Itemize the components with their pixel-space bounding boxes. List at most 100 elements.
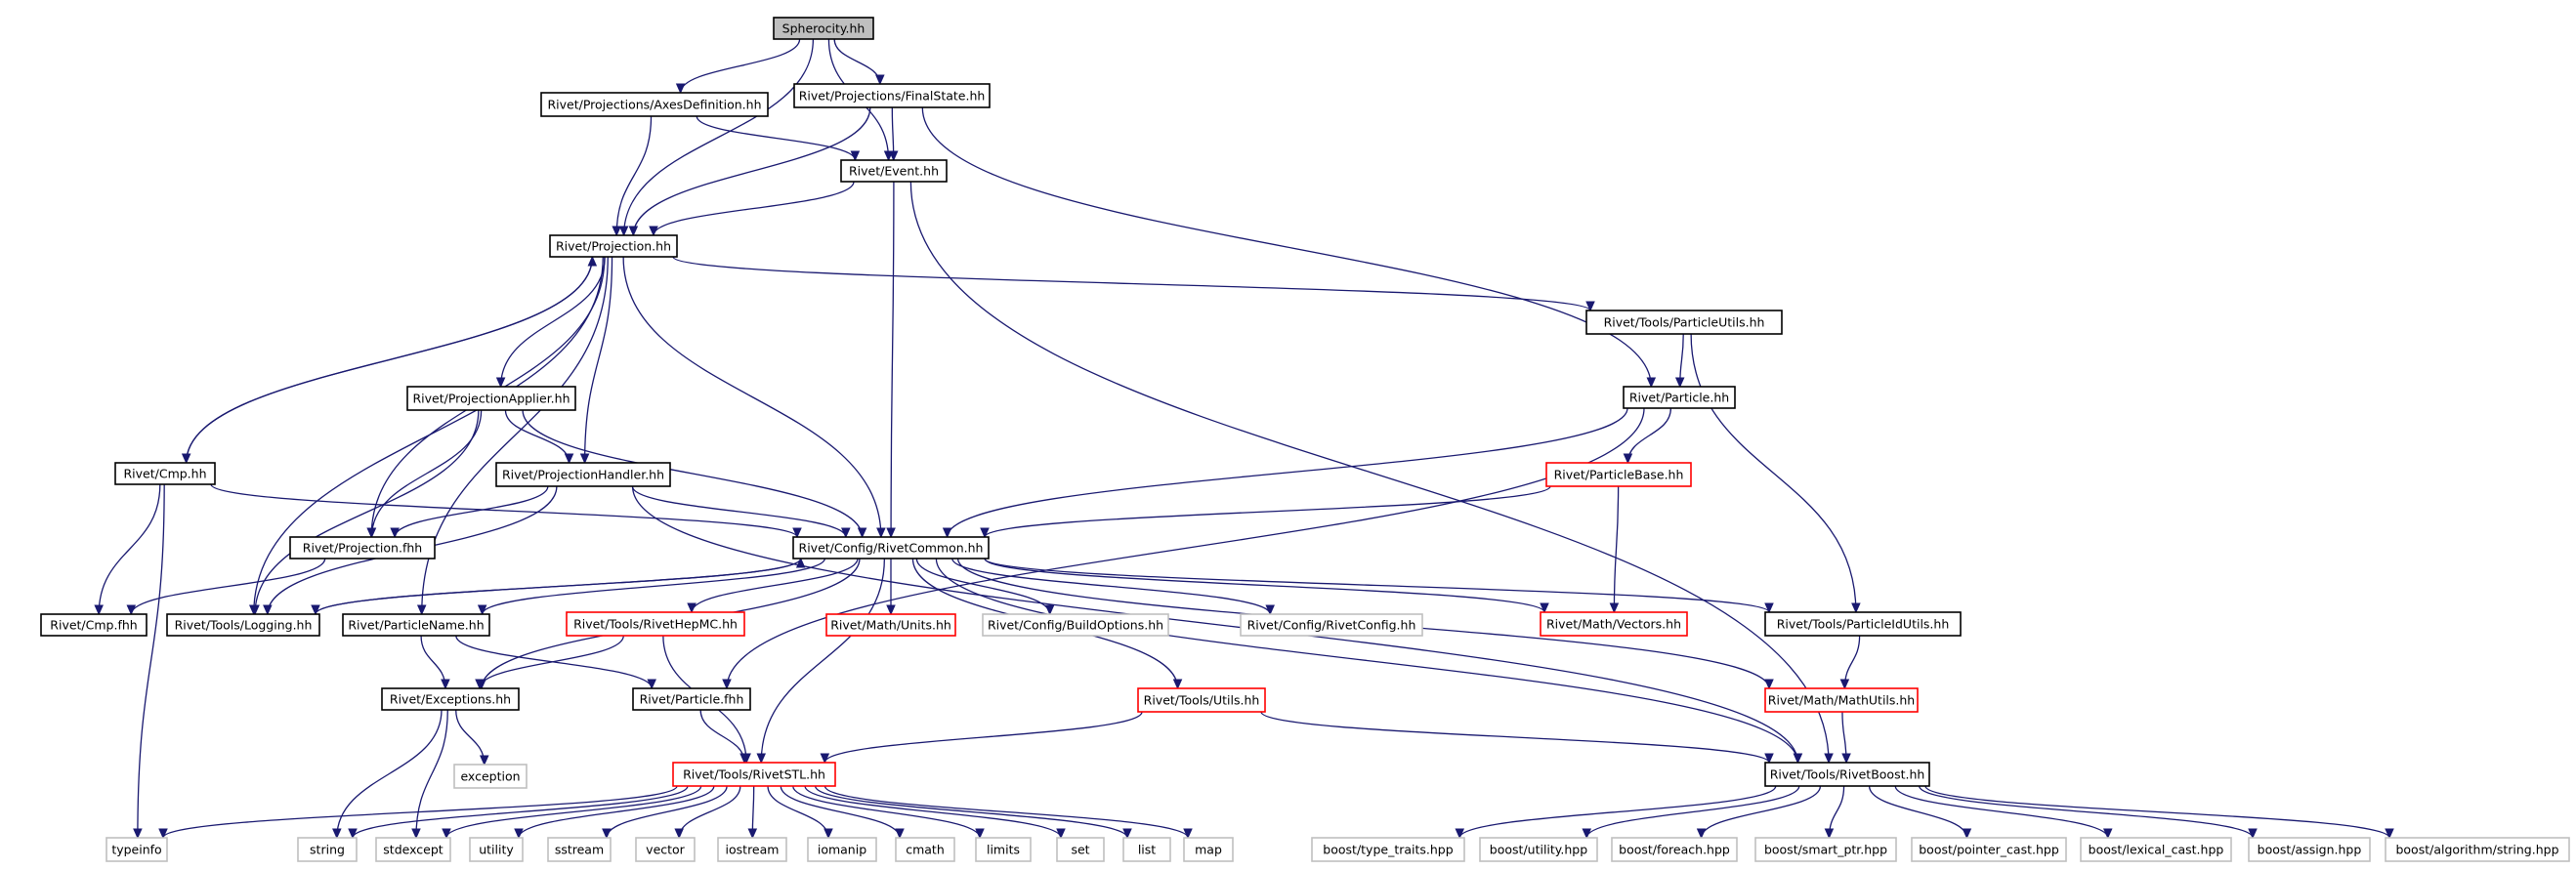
- node-rivetboost[interactable]: Rivet/Tools/RivetBoost.hh: [1764, 762, 1930, 787]
- node-smartptr: boost/smart_ptr.hpp: [1754, 837, 1897, 862]
- node-projhandler[interactable]: Rivet/ProjectionHandler.hh: [495, 462, 671, 487]
- node-particleutils[interactable]: Rivet/Tools/ParticleUtils.hh: [1585, 310, 1783, 335]
- node-assign-label: boost/assign.hpp: [2258, 843, 2362, 857]
- edge-rivetboost-to-assign: [1919, 785, 2254, 839]
- arrowhead-rivetstl-to-iomanip: [823, 828, 833, 840]
- node-units-label: Rivet/Math/Units.hh: [830, 618, 951, 633]
- node-rivethepmc[interactable]: Rivet/Tools/RivetHepMC.hh: [566, 611, 745, 637]
- arrowhead-projapplier-to-projfhh: [366, 527, 377, 539]
- node-map-label: map: [1195, 843, 1222, 857]
- node-axesdef[interactable]: Rivet/Projections/AxesDefinition.hh: [540, 92, 769, 117]
- node-typetraits: boost/type_traits.hpp: [1311, 837, 1465, 862]
- node-units-box: [825, 613, 956, 637]
- node-typetraits-box: [1311, 837, 1465, 862]
- node-particlebase[interactable]: Rivet/ParticleBase.hh: [1545, 462, 1692, 487]
- arrowhead-spherocity-to-projection: [618, 226, 629, 237]
- edge-projection-to-rivetcommon: [622, 256, 882, 538]
- node-units[interactable]: Rivet/Math/Units.hh: [825, 613, 956, 637]
- node-spherocity[interactable]: Spherocity.hh: [773, 17, 874, 40]
- node-cmp[interactable]: Rivet/Cmp.hh: [114, 462, 216, 485]
- node-logging[interactable]: Rivet/Tools/Logging.hh: [166, 613, 320, 637]
- node-utils[interactable]: Rivet/Tools/Utils.hh: [1137, 687, 1266, 713]
- node-projection-box: [549, 234, 678, 258]
- arrowhead-rivetstl-to-string: [348, 828, 358, 840]
- node-particlebase-label: Rivet/ParticleBase.hh: [1554, 468, 1684, 482]
- node-particlename[interactable]: Rivet/ParticleName.hh: [342, 613, 490, 637]
- edge-axesdef-to-projection: [615, 115, 653, 236]
- node-vectors[interactable]: Rivet/Math/Vectors.hh: [1540, 611, 1688, 637]
- node-mathutils[interactable]: Rivet/Math/MathUtils.hh: [1764, 687, 1919, 713]
- arrowhead-rivetcommon-to-mathutils: [1764, 679, 1774, 690]
- node-algostring-label: boost/algorithm/string.hpp: [2395, 843, 2558, 857]
- arrowhead-finalstate-to-projection: [628, 226, 639, 237]
- edge-rivetstl-to-string: [352, 785, 689, 839]
- node-cmath-label: cmath: [906, 843, 945, 857]
- node-particle[interactable]: Rivet/Particle.hh: [1623, 386, 1736, 409]
- node-buildoptions-label: Rivet/Config/BuildOptions.hh: [988, 618, 1163, 633]
- arrowhead-rivetcommon-to-rivetboost: [1793, 753, 1803, 765]
- node-stdexcept-box: [375, 837, 451, 862]
- edge-projhandler-to-rivetboost: [631, 485, 1799, 764]
- edge-projhandler-to-projfhh: [394, 485, 549, 538]
- arrowhead-utils-to-rivetstl: [820, 753, 830, 765]
- node-projapplier[interactable]: Rivet/ProjectionApplier.hh: [406, 386, 576, 411]
- edge-rivetstl-to-utility: [518, 785, 715, 839]
- node-set-label: set: [1071, 843, 1089, 857]
- edge-projection-to-logging: [253, 256, 604, 615]
- edge-axesdef-to-event: [696, 115, 857, 161]
- node-string: string: [297, 837, 358, 862]
- edge-projection-to-particlename: [421, 256, 609, 615]
- edge-spherocity-to-finalstate: [833, 38, 881, 85]
- node-projection[interactable]: Rivet/Projection.hh: [549, 234, 678, 258]
- arrowhead-projhandler-to-logging: [263, 604, 273, 616]
- node-boostutility-box: [1479, 837, 1598, 862]
- node-exception-label: exception: [460, 769, 520, 784]
- edge-projection-to-projhandler: [583, 256, 613, 464]
- arrowhead-particlefhh-to-rivetstl: [739, 753, 749, 765]
- node-vector: vector: [635, 837, 696, 862]
- arrowhead-rivetstl-to-utility: [514, 828, 524, 840]
- node-cmpfhh[interactable]: Rivet/Cmp.fhh: [40, 613, 148, 637]
- node-rivetconfig-box: [1240, 613, 1423, 637]
- edge-rivetcommon-to-buildoptions: [915, 558, 1051, 615]
- arrowhead-particleidutils-to-mathutils: [1839, 679, 1850, 690]
- node-cmpfhh-label: Rivet/Cmp.fhh: [50, 618, 137, 633]
- node-finalstate[interactable]: Rivet/Projections/FinalState.hh: [793, 83, 991, 108]
- arrowhead-rivetcommon-to-units: [886, 604, 896, 616]
- node-projhandler-box: [495, 462, 671, 487]
- edge-rivetcommon-to-rivetconfig: [951, 558, 1271, 615]
- edge-rivetboost-to-pointercast: [1868, 785, 1968, 839]
- node-limits-label: limits: [987, 843, 1020, 857]
- arrowhead-rivetboost-to-lexicalcast: [2102, 828, 2113, 840]
- node-projfhh[interactable]: Rivet/Projection.fhh: [289, 536, 436, 559]
- arrowhead-projapplier-to-logging: [250, 604, 260, 616]
- node-finalstate-box: [793, 83, 991, 108]
- node-particle-label: Rivet/Particle.hh: [1629, 391, 1729, 405]
- node-cmath-box: [895, 837, 955, 862]
- node-spherocity-label: Spherocity.hh: [782, 21, 866, 36]
- node-rivetstl[interactable]: Rivet/Tools/RivetSTL.hh: [672, 762, 836, 787]
- node-foreach-box: [1611, 837, 1738, 862]
- node-particleidutils[interactable]: Rivet/Tools/ParticleIdUtils.hh: [1764, 611, 1962, 637]
- arrowhead-particleutils-to-particle: [1674, 377, 1685, 389]
- edge-spherocity-to-projection: [622, 38, 815, 236]
- arrowhead-event-to-projection: [649, 226, 658, 237]
- arrowhead-utils-to-rivetboost: [1764, 753, 1774, 765]
- node-particlefhh-box: [632, 687, 751, 711]
- arrowhead-projhandler-to-projfhh: [390, 527, 400, 539]
- node-particleutils-box: [1585, 310, 1783, 335]
- node-particlefhh[interactable]: Rivet/Particle.fhh: [632, 687, 751, 711]
- arrowhead-exceptions-to-string: [332, 828, 342, 840]
- node-cmp-box: [114, 462, 216, 485]
- edge-projection-to-particleutils: [672, 256, 1591, 311]
- node-logging-label: Rivet/Tools/Logging.hh: [175, 618, 313, 633]
- node-projection-label: Rivet/Projection.hh: [556, 239, 671, 254]
- node-rivetcommon[interactable]: Rivet/Config/RivetCommon.hh: [792, 536, 990, 559]
- node-exceptions[interactable]: Rivet/Exceptions.hh: [381, 687, 520, 711]
- edge-rivetstl-to-cmath: [780, 785, 901, 839]
- edge-rivetstl-to-typeinfo: [162, 785, 678, 839]
- edge-rivetboost-to-algostring: [1924, 785, 2390, 839]
- arrowhead-cmp-to-rivetcommon: [792, 527, 802, 539]
- node-event[interactable]: Rivet/Event.hh: [840, 159, 948, 183]
- node-particlebase-box: [1545, 462, 1692, 487]
